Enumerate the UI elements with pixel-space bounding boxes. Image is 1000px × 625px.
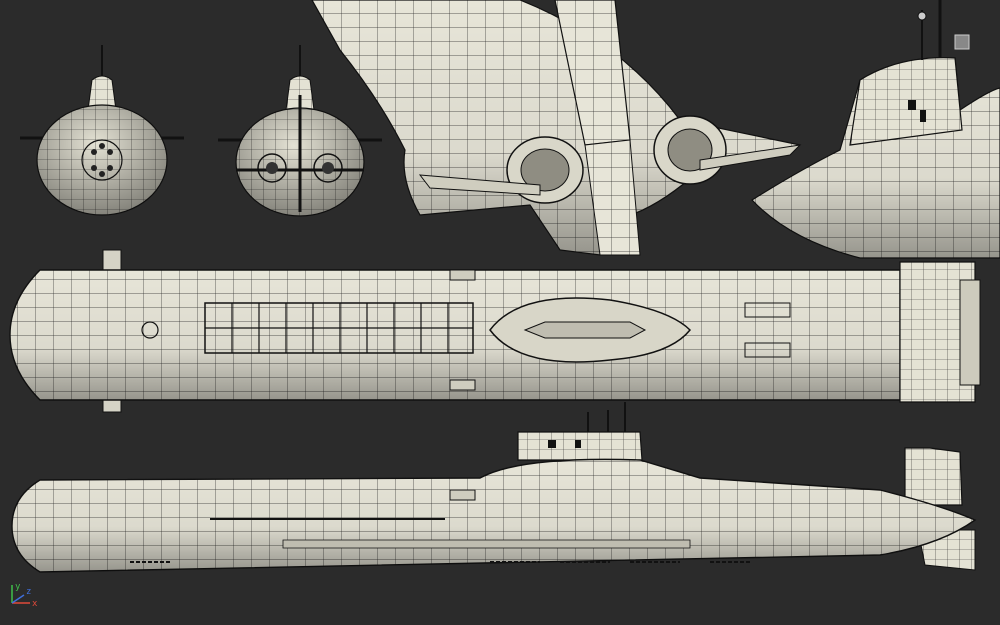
viewcube-icon[interactable] [952, 32, 972, 52]
axis-gizmo-icon[interactable]: x y z [6, 581, 46, 611]
submarine-top-view[interactable] [9, 249, 981, 413]
axis-x-label: x [32, 599, 38, 609]
submarine-side-view[interactable] [11, 402, 977, 573]
submarine-sail-perspective[interactable] [751, 0, 1000, 259]
axis-y-label: y [15, 582, 21, 592]
axis-z-label: z [26, 587, 31, 597]
submarine-front-view[interactable] [20, 45, 184, 216]
submarine-stern-perspective[interactable] [311, 0, 802, 256]
submarine-rear-view[interactable] [218, 45, 382, 217]
